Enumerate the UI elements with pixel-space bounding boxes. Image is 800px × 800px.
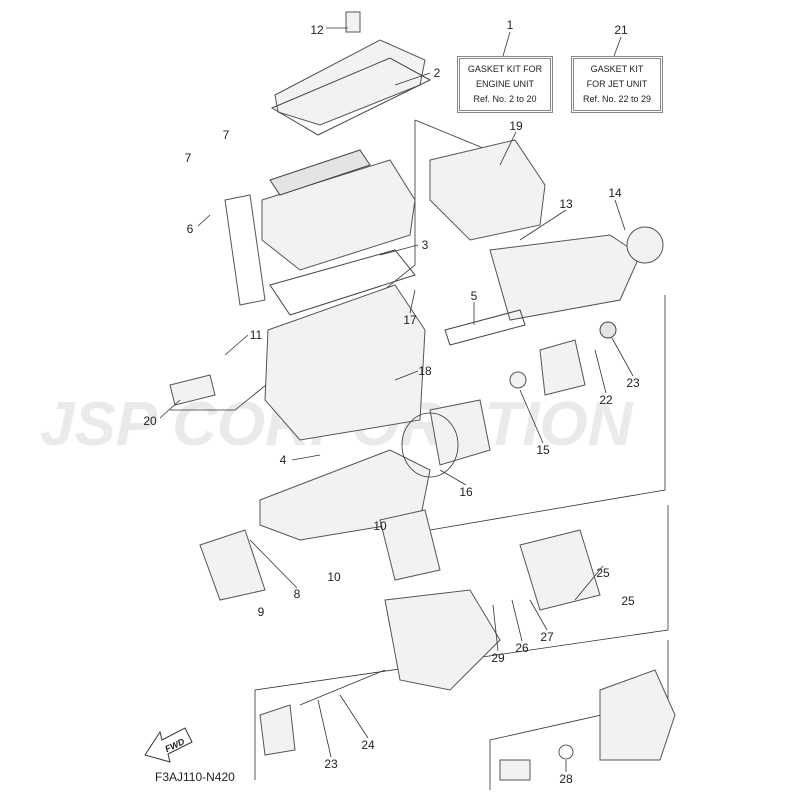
gasket-16 [401,412,459,478]
callout-6: 6 [187,222,194,236]
callout-12: 12 [310,23,324,37]
leader-lines [159,27,634,772]
kit-line: Ref. No. 22 to 29 [582,94,652,104]
impeller-housing [384,589,501,691]
exhaust-manifold [429,139,546,241]
callout-7: 7 [223,128,230,142]
callout-18: 18 [418,364,432,378]
gasket-5 [444,309,526,346]
frame-line [489,640,669,790]
callout-10: 10 [373,519,387,533]
bushing [499,759,531,781]
exhaust-pipe [489,234,641,321]
kit-line: GASKET KIT FOR [467,64,543,74]
valve-cover-gasket [270,57,432,136]
callout-17: 17 [403,313,417,327]
kit-line: ENGINE UNIT [475,79,534,89]
kit-line: Ref. No. 2 to 20 [473,94,537,104]
callout-2: 2 [434,66,441,80]
callout-16: 16 [459,485,473,499]
oil-filler-cap [345,11,361,33]
kit-line: FOR JET UNIT [586,79,648,89]
fwd-arrow-icon: FWD [144,727,193,763]
callout-25: 25 [621,594,635,608]
cover [429,399,491,466]
nozzle [599,669,676,761]
oil-pump [379,509,441,581]
callout-24: 24 [361,738,375,752]
plate-20 [169,374,216,406]
callout-27: 27 [540,630,554,644]
callout-25: 25 [596,566,610,580]
kit-line: GASKET KIT [590,64,644,74]
frame-line [429,295,666,531]
callout-22: 22 [599,393,613,407]
callout-15: 15 [536,443,550,457]
callout-3: 3 [422,238,429,252]
callout-9: 9 [258,605,265,619]
drive-shaft [299,669,386,706]
callout-8: 8 [294,587,301,601]
camshafts [269,149,371,196]
callout-5: 5 [471,289,478,303]
callout-19: 19 [509,119,523,133]
diagram-code: F3AJ110-N420 [155,770,235,784]
cylinder-head [261,159,416,271]
generator-cover [199,529,266,601]
callout-29: 29 [491,651,505,665]
callout-11: 11 [250,328,263,342]
callout-1: 1 [507,18,514,32]
callout-26: 26 [515,641,529,655]
gasket-kit-jet-label: GASKET KIT FOR JET UNIT Ref. No. 22 to 2… [571,56,663,113]
callout-28: 28 [559,772,573,786]
cylinder-block [264,284,426,441]
callout-14: 14 [608,186,622,200]
o-ring-28 [558,744,574,760]
callout-20: 20 [143,414,157,428]
timing-chain [224,194,266,306]
bearing-housing [259,704,296,756]
callout-23: 23 [324,757,338,771]
head-gasket [269,249,416,316]
callout-23: 23 [626,376,640,390]
coupling [539,339,586,396]
gasket-kit-engine-label: GASKET KIT FOR ENGINE UNIT Ref. No. 2 to… [457,56,553,113]
callout-21: 21 [614,23,628,37]
callout-10: 10 [327,570,341,584]
callout-7: 7 [185,151,192,165]
exhaust-joint [626,226,664,264]
callout-13: 13 [559,197,573,211]
callout-4: 4 [280,453,287,467]
oil-seal-15 [509,371,527,389]
jet-pump-housing [519,529,601,611]
oil-seal-23 [599,321,617,339]
